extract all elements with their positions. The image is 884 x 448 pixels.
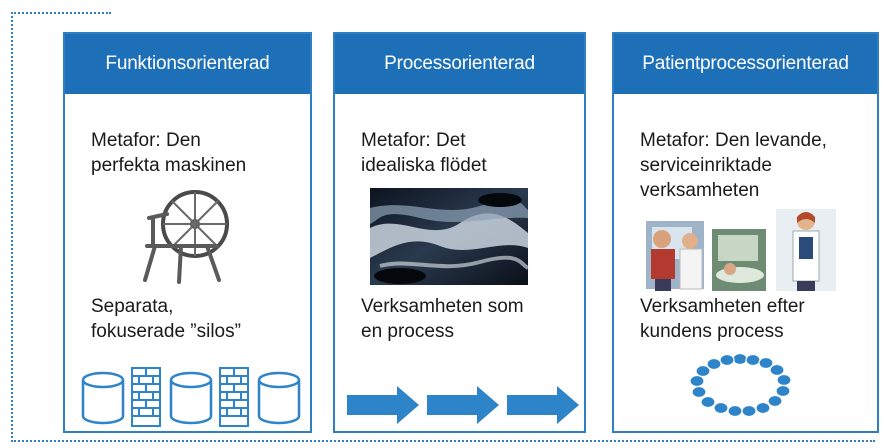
panel-title: Funktionsorienterad bbox=[65, 34, 310, 94]
description-text: Verksamheten efter kundens process bbox=[640, 296, 805, 342]
circular-chain-icon bbox=[689, 352, 792, 418]
metaphor-text: Metafor: Den levande, serviceinriktade v… bbox=[640, 130, 827, 201]
process-arrows-row bbox=[347, 386, 579, 424]
silos-icons-row bbox=[81, 367, 301, 427]
panel-funktionsorienterad: Funktionsorienterad Metafor: Den perfekt… bbox=[63, 32, 312, 433]
database-cylinder-icon bbox=[81, 371, 125, 425]
healthcare-staff-icon bbox=[646, 209, 836, 291]
metaphor-text: Metafor: Den perfekta maskinen bbox=[91, 130, 247, 176]
panel-patientprocessorienterad: Patientprocessorienterad Metafor: Den le… bbox=[612, 32, 879, 433]
description-text: Separata, fokuserade ”silos” bbox=[91, 296, 241, 342]
database-cylinder-icon bbox=[257, 371, 301, 425]
brick-wall-icon bbox=[219, 367, 249, 427]
brick-wall-icon bbox=[131, 367, 161, 427]
panel-processorienterad: Processorienterad Metafor: Det idealiska… bbox=[333, 32, 586, 433]
database-cylinder-icon bbox=[169, 371, 213, 425]
panel-title: Processorienterad bbox=[335, 34, 584, 94]
description-text: Verksamheten som en process bbox=[361, 296, 524, 342]
river-stream-photo bbox=[370, 188, 530, 285]
arrow-right-icon bbox=[507, 386, 579, 424]
spinning-wheel-icon bbox=[143, 190, 229, 284]
panel-title: Patientprocessorienterad bbox=[614, 34, 877, 94]
arrow-right-icon bbox=[347, 386, 419, 424]
arrow-right-icon bbox=[427, 386, 499, 424]
dotted-frame-top bbox=[11, 12, 111, 14]
metaphor-text: Metafor: Det idealiska flödet bbox=[361, 130, 487, 176]
dotted-frame bbox=[11, 12, 875, 442]
